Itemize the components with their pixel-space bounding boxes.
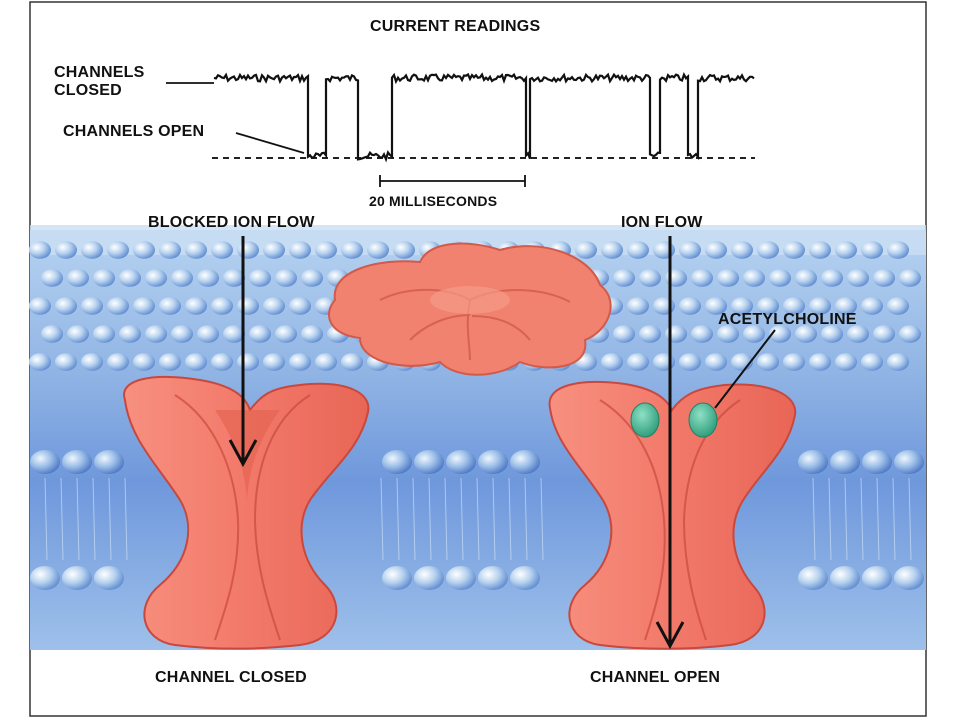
channels-closed-line1: CHANNELS [54,64,145,81]
acetylcholine-molecule [688,402,718,438]
time-scale-bar [379,175,526,187]
ion-flow-label: ION FLOW [621,214,703,231]
channels-closed-line2: CLOSED [54,82,122,99]
blocked-ion-flow-arrow [228,236,258,468]
channel-open-caption: CHANNEL OPEN [590,669,721,686]
scale-bar-label: 20 MILLISECONDS [369,193,498,209]
acetylcholine-molecule [630,402,660,438]
ion-flow-arrow [655,236,685,650]
channel-closed-caption: CHANNEL CLOSED [155,669,307,686]
acetylcholine-label: ACETYLCHOLINE [718,311,857,328]
current-trace [213,72,755,163]
acetylcholine-leader-line [714,329,776,409]
chart-title: CURRENT READINGS [370,18,541,35]
open-channel-protein [548,381,797,650]
channels-open-label: CHANNELS OPEN [63,123,205,140]
open-leader-line [235,132,305,154]
channels-closed-label: CHANNELS CLOSED [54,64,145,100]
blocked-ion-flow-label: BLOCKED ION FLOW [148,214,315,231]
floating-receptor-top-view [328,242,612,376]
